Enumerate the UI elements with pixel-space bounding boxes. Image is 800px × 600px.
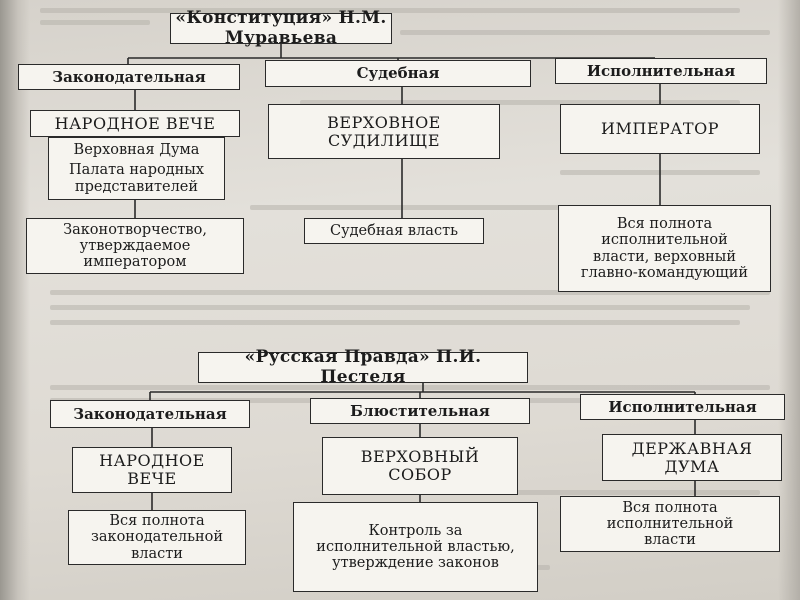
powers-text: Контроль за исполнительной властью, утве…: [316, 522, 515, 572]
diagram-title-text: «Русская Правда» П.И. Пестеля: [244, 347, 482, 387]
bleed-through-line: [40, 20, 150, 25]
body-verkhovny-sobor: ВЕРХОВНЫЙ СОБОР: [322, 437, 518, 495]
powers-text: Вся полнота исполнительной власти: [606, 499, 734, 549]
bleed-through-line: [50, 290, 770, 295]
branch-executive-header: Исполнительная: [580, 394, 785, 420]
bleed-through-line: [400, 30, 770, 35]
body-derzhavnaya-duma: ДЕРЖАВНАЯ ДУМА: [602, 434, 782, 481]
page-edge-shadow: [778, 0, 800, 600]
branch-judicial-header: Судебная: [265, 60, 531, 87]
body-name: ВЕРХОВНОЕ СУДИЛИЩЕ: [327, 112, 441, 150]
bleed-through-line: [50, 385, 770, 390]
branch-label: Исполнительная: [608, 397, 757, 416]
powers-text: Судебная власть: [330, 222, 458, 239]
body-name: ДЕРЖАВНАЯ ДУМА: [631, 438, 753, 476]
chambers-box: Верховная Дума Палата народных представи…: [48, 137, 225, 200]
branch-label: Судебная: [356, 64, 440, 83]
body-imperator: ИМПЕРАТОР: [560, 104, 760, 154]
branch-label: Законодательная: [52, 67, 206, 86]
executive-powers-box: Вся полнота исполнительной власти: [560, 496, 780, 552]
legislative-powers-box: Вся полнота законодательной власти: [68, 510, 246, 565]
branch-legislative-header: Законодательная: [18, 64, 240, 90]
diagram-title-muravyov: «Конституция» Н.М. Муравьева: [170, 9, 392, 47]
body-name: ВЕРХОВНЫЙ СОБОР: [360, 447, 480, 484]
diagram-title-pestel: «Русская Правда» П.И. Пестеля: [198, 348, 528, 386]
branch-executive-header: Исполнительная: [555, 58, 767, 84]
body-narodnoe-veche: НАРОДНОЕ ВЕЧЕ: [30, 110, 240, 137]
body-verkhovnoe-sudilishche: ВЕРХОВНОЕ СУДИЛИЩЕ: [268, 104, 500, 159]
branch-label: Законодательная: [73, 404, 227, 423]
powers-text: Вся полнота исполнительной власти, верхо…: [580, 216, 749, 281]
branch-supervisory-header: Блюстительная: [310, 398, 530, 424]
chamber-upper: Верховная Дума: [73, 142, 200, 159]
page-edge-shadow: [0, 0, 30, 600]
legislative-powers-box: Законотворчество, утверждаемое император…: [26, 218, 244, 274]
supervisory-powers-box: Контроль за исполнительной властью, утве…: [293, 502, 538, 592]
diagram-title-text: «Конституция» Н.М. Муравьева: [175, 8, 387, 48]
bleed-through-line: [40, 8, 740, 13]
body-narodnoe-veche: НАРОДНОЕ ВЕЧЕ: [72, 447, 232, 493]
branch-legislative-header: Законодательная: [50, 400, 250, 428]
bleed-through-line: [50, 320, 740, 325]
executive-powers-box: Вся полнота исполнительной власти, верхо…: [558, 205, 771, 292]
body-name: НАРОДНОЕ ВЕЧЕ: [54, 113, 216, 133]
branch-label: Исполнительная: [586, 61, 736, 80]
body-name: ИМПЕРАТОР: [601, 119, 719, 139]
powers-text: Вся полнота законодательной власти: [90, 513, 224, 562]
branch-label: Блюстительная: [350, 401, 490, 420]
judicial-powers-box: Судебная власть: [304, 218, 484, 244]
chamber-lower: Палата народных представителей: [68, 162, 205, 195]
bleed-through-line: [250, 205, 570, 210]
powers-text: Законотворчество, утверждаемое император…: [63, 221, 207, 271]
bleed-through-line: [500, 490, 760, 495]
body-name: НАРОДНОЕ ВЕЧЕ: [99, 451, 205, 488]
bleed-through-line: [50, 305, 750, 310]
bleed-through-line: [300, 100, 740, 105]
